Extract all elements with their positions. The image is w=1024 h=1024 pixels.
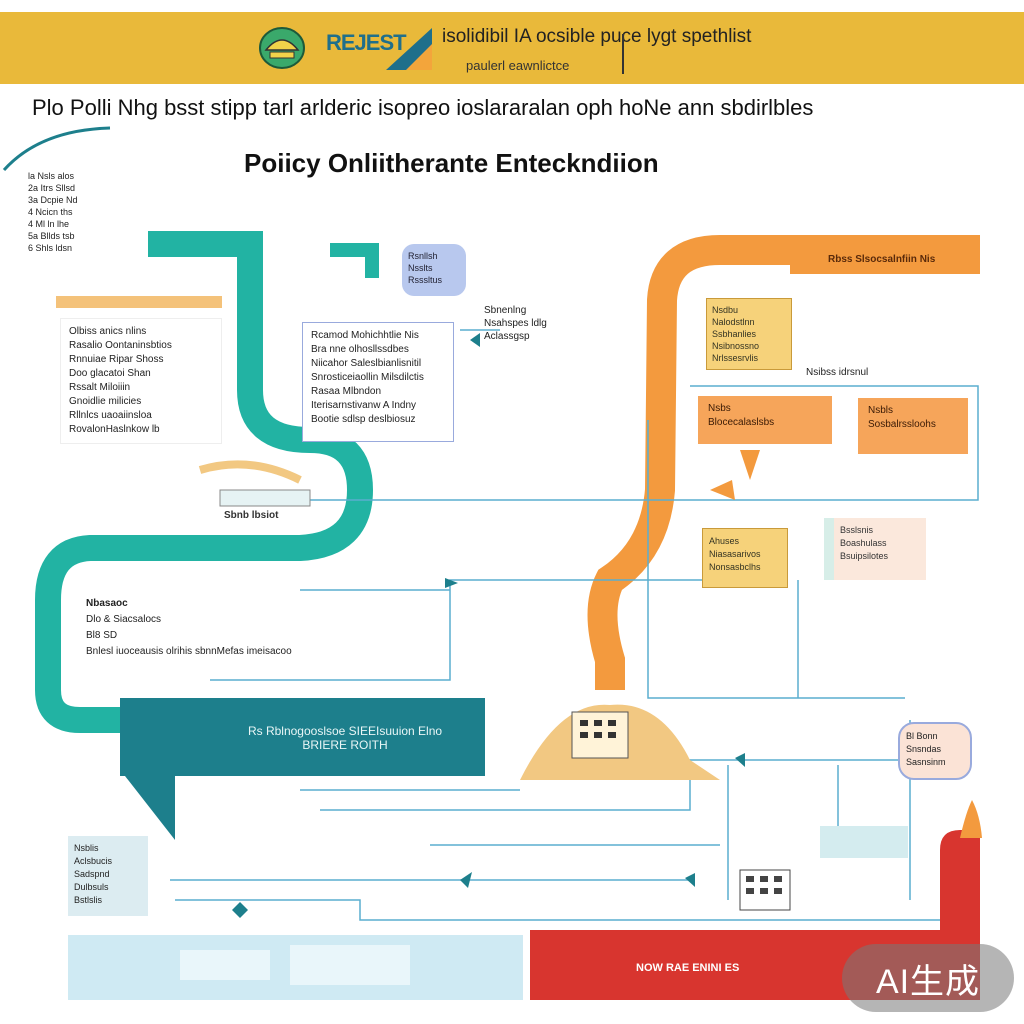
teal-banner-text: Rs Rblnogooslsoe SIEEIsuuion Elno BRIERE… (210, 724, 480, 752)
connector-lines (170, 329, 980, 921)
note-line: Sasnsinm (906, 757, 946, 767)
note-line: Bootie sdlsp deslbiosuz (311, 414, 416, 425)
note-line: Nsibnossno (712, 341, 760, 351)
note-line: Rsnllsh (408, 251, 438, 261)
left-info-box: Olbiss anics nlins Rasalio Oontaninsbtio… (60, 318, 222, 444)
center-label: Sbnenlng Nsahspes ldlg Aclassgsp (484, 304, 547, 343)
note-line: Boashulass (840, 538, 887, 548)
note-line: Sadspnd (74, 869, 110, 879)
note-line: Snrosticeiaollin Milsdilctis (311, 372, 424, 383)
right-caption: Nsibss idrsnul (806, 367, 869, 378)
orange-pipe (56, 235, 980, 690)
note-line: Nsbs (708, 403, 731, 414)
header-banner (0, 12, 1024, 84)
ai-generated-watermark: AI生成 (842, 944, 1014, 1012)
note-line: Nrlssesrvlis (712, 353, 758, 363)
note-line: Rs Rblnogooslsoe SIEEIsuuion Elno (247, 724, 443, 738)
note-line: Bl8 SD (86, 630, 118, 641)
teal-banner-shape (120, 698, 485, 776)
note-line: Bstlslis (74, 895, 103, 905)
note-line: Aclsbucis (74, 856, 113, 866)
note-line: BRIERE ROITH (302, 738, 388, 752)
red-banner-label: NOW RAE ENINI ES (636, 962, 740, 974)
note-line: Olbiss anics nlins (69, 326, 147, 337)
note-line: Dlo & Siacsalocs (86, 614, 162, 625)
note-line: la Nsls alos (28, 171, 75, 181)
note-line: Dulbsuls (74, 882, 109, 892)
note-line: 5a Bllds tsb (28, 231, 75, 241)
small-devices (219, 450, 908, 911)
bottom-platform (68, 935, 523, 1000)
center-info-box: Rcamod Mohichhtlie Nis Bra nne olhosllss… (302, 322, 454, 442)
note-line: Nsslts (408, 263, 433, 273)
note-line: Aclassgsp (484, 331, 530, 342)
note-line: Gnoidlie milicies (69, 396, 142, 407)
note-line: Rasaa Mlbndon (311, 386, 382, 397)
note-line: Nsblis (74, 843, 99, 853)
main-title: Poiicy Onliitherante Enteckndiion (244, 148, 659, 178)
note-line: Nbasaoc (86, 598, 128, 609)
note-line: Nonsasbclhs (709, 562, 761, 572)
note-line: 3a Dcpie Nd (28, 195, 78, 205)
note-line: 4 Ncicn ths (28, 207, 73, 217)
hub-machine (520, 704, 720, 780)
header-text-line-1: isolidibil IA ocsible puce lygt spethlis… (442, 26, 752, 47)
top-left-notes: la Nsls alos 2a Itrs Sllsd 3a Dcpie Nd 4… (28, 170, 78, 254)
right-circle-badge: Bl Bonn Snsndas Sasnsinm (898, 722, 972, 780)
note-line: Bra nne olhosllssdbes (311, 344, 409, 355)
center-sign-label: Sbnb lbsiot (224, 510, 279, 521)
note-line: Rssalt Miloiiin (69, 382, 131, 393)
note-line: Bnlesl iuoceausis olrihis sbnnMefas imei… (86, 646, 292, 657)
company-logo-icon (259, 27, 432, 70)
orange-header-label: Rbss Slsocsalnfiin Nis (828, 254, 936, 265)
note-line: Ahuses (709, 536, 740, 546)
note-line: Rasalio Oontaninsbtios (69, 340, 172, 351)
bottom-left-box: Nsblis Aclsbucis Sadspnd Dulbsuls Bstlsl… (68, 836, 148, 916)
note-line: Niasasarivos (709, 549, 761, 559)
note-line: Rnnuiae Ripar Shoss (69, 354, 164, 365)
orange-header-shape (790, 246, 980, 274)
banner-divider (622, 34, 624, 74)
note-line: Nsahspes ldlg (484, 318, 547, 329)
note-line: Rllnlcs uaoaiinsloa (69, 410, 152, 421)
note-line: Rcamod Mohichhtlie Nis (311, 330, 419, 341)
note-line: Ssbhanlies (712, 329, 757, 339)
note-line: Rsssltus (408, 275, 443, 285)
note-line: Nalodstlnn (712, 317, 755, 327)
arrowheads (232, 333, 745, 918)
note-line: Sbnenlng (484, 305, 527, 316)
note-line: Bl Bonn (906, 731, 938, 741)
middle-left-notes: Nbasaoc Dlo & Siacsalocs Bl8 SD Bnlesl i… (86, 596, 292, 660)
note-line: Bsuipsilotes (840, 551, 889, 561)
yellow-box-top: Nsdbu Nalodstlnn Ssbhanlies Nsibnossno N… (706, 298, 792, 370)
note-line: Blocecalaslsbs (708, 417, 775, 428)
note-line: RovalonHaslnkow lb (69, 424, 160, 435)
note-line: Niicahor Saleslbianlisnitil (311, 358, 422, 369)
orange-box-2: Nsbls Sosbalrssloohs (858, 398, 968, 454)
note-line: Doo glacatoi Shan (69, 368, 151, 379)
side-box-right: Bsslsnis Boashulass Bsuipsilotes (824, 518, 926, 580)
yellow-box-mid: Ahuses Niasasarivos Nonsasbclhs (702, 528, 788, 588)
orange-box-1: Nsbs Blocecalaslsbs (698, 396, 832, 444)
note-line: 4 Ml ln lhe (28, 219, 70, 229)
brand-name: REJEST (326, 30, 407, 55)
teal-banner-tail (125, 776, 175, 840)
header-text-line-2: paulerl eawnlictce (466, 58, 570, 73)
note-line: Sosbalrssloohs (868, 419, 936, 430)
decorative-swoosh (2, 126, 111, 172)
note-line: 2a Itrs Sllsd (28, 183, 76, 193)
note-line: Nsbls (868, 405, 894, 416)
note-line: Iterisarnstivanw A Indny (311, 400, 417, 411)
note-line: Nsdbu (712, 305, 739, 315)
note-line: 6 Shls ldsn (28, 243, 73, 253)
blue-badge: Rsnllsh Nsslts Rsssltus (402, 244, 466, 296)
teal-pipe (35, 231, 379, 733)
subtitle: Plo Polli Nhg bsst stipp tarl arlderic i… (32, 95, 814, 120)
note-line: Snsndas (906, 744, 942, 754)
note-line: Bsslsnis (840, 525, 874, 535)
